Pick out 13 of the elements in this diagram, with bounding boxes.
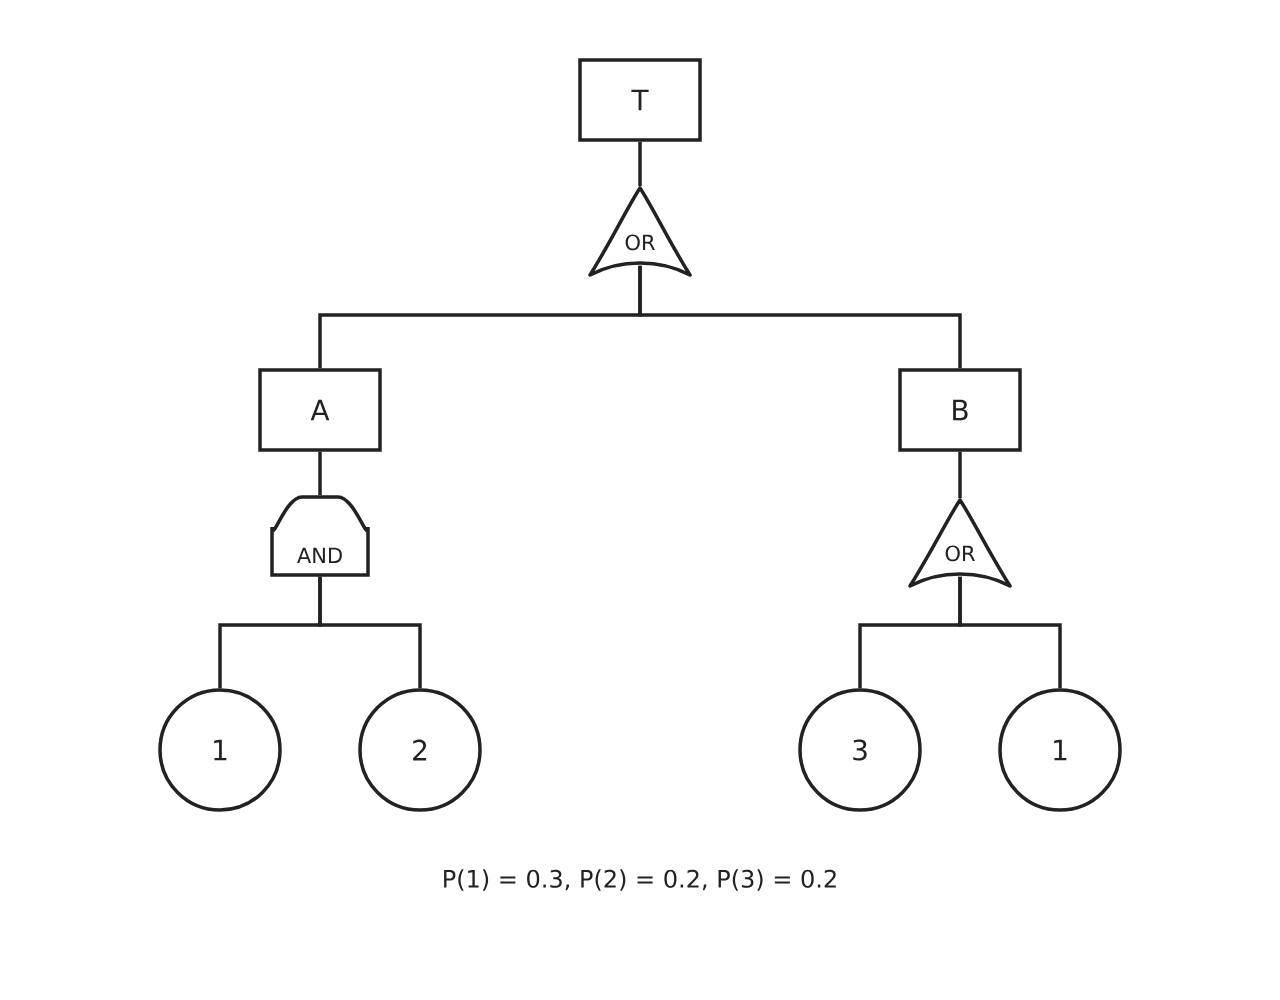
connector-line (638, 141, 642, 187)
or-gate: OR (908, 498, 1012, 588)
connector-line (958, 451, 962, 499)
connector-line (638, 265, 962, 369)
connector-line (958, 576, 1062, 689)
or-gate: OR (588, 186, 692, 277)
probability-note: P(1) = 0.3, P(2) = 0.2, P(3) = 0.2 (444, 869, 836, 891)
and-gate: AND (270, 495, 370, 577)
connector-line (318, 451, 322, 496)
event-box: A (258, 368, 382, 452)
event-box: B (898, 368, 1022, 452)
event-box: T (578, 58, 702, 142)
connector-line (318, 576, 422, 689)
